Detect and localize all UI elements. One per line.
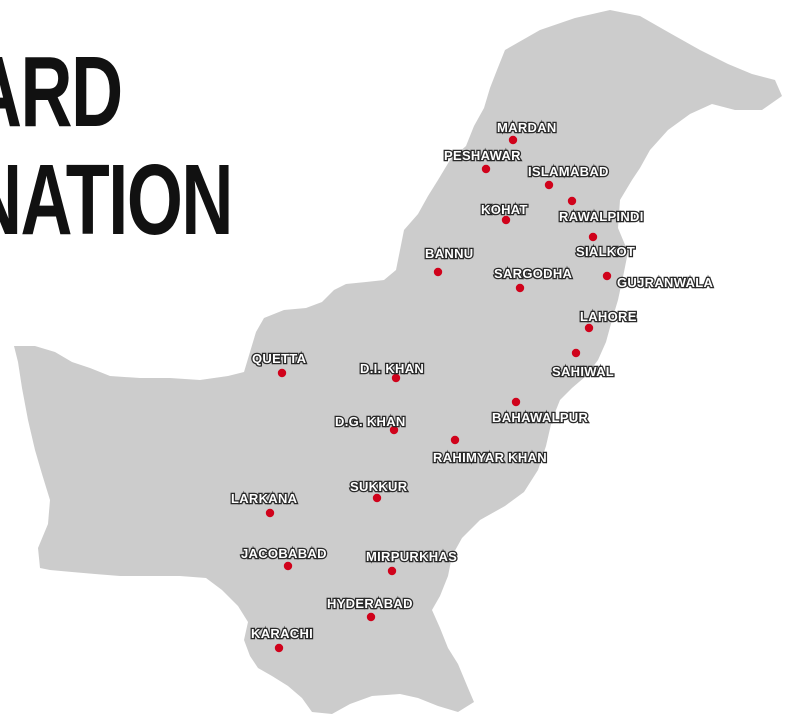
city-marker-mardan	[508, 135, 518, 145]
city-marker-hyderabad	[366, 612, 376, 622]
city-label-gujranwala: GUJRANWALA	[617, 275, 713, 290]
city-label-sahiwal: SAHIWAL	[552, 364, 614, 379]
city-label-quetta: QUETTA	[252, 351, 307, 366]
city-label-sargodha: SARGODHA	[494, 266, 573, 281]
city-marker-sahiwal	[571, 348, 581, 358]
city-marker-d-g-khan	[389, 425, 399, 435]
city-label-bannu: BANNU	[425, 246, 473, 261]
city-marker-bannu	[433, 267, 443, 277]
city-marker-d-i-khan	[391, 373, 401, 383]
city-marker-bahawalpur	[511, 397, 521, 407]
city-marker-rahimyar-khan	[450, 435, 460, 445]
title-line-1: ARD	[0, 36, 123, 148]
city-label-bahawalpur: BAHAWALPUR	[492, 410, 588, 425]
city-marker-quetta	[277, 368, 287, 378]
city-marker-jacobabad	[283, 561, 293, 571]
city-marker-peshawar	[481, 164, 491, 174]
city-label-jacobabad: JACOBABAD	[241, 546, 327, 561]
city-label-rawalpindi: RAWALPINDI	[559, 209, 644, 224]
city-marker-lahore	[584, 323, 594, 333]
city-label-rahimyar-khan: RAHIMYAR KHAN	[433, 450, 547, 465]
city-label-d-g-khan: D.G. KHAN	[335, 414, 406, 429]
city-label-islamabad: ISLAMABAD	[528, 164, 609, 179]
city-label-hyderabad: HYDERABAD	[327, 596, 413, 611]
city-marker-sialkot	[588, 232, 598, 242]
land-shape	[14, 10, 782, 714]
city-marker-mirpurkhas	[387, 566, 397, 576]
city-label-kohat: KOHAT	[481, 202, 528, 217]
city-label-mirpurkhas: MIRPURKHAS	[366, 549, 457, 564]
city-marker-gujranwala	[602, 271, 612, 281]
city-label-karachi: KARACHI	[251, 626, 313, 641]
city-marker-larkana	[265, 508, 275, 518]
city-marker-karachi	[274, 643, 284, 653]
city-label-d-i-khan: D.I. KHAN	[360, 361, 424, 376]
city-label-sukkur: SUKKUR	[350, 479, 408, 494]
city-marker-sukkur	[372, 493, 382, 503]
city-label-mardan: MARDAN	[497, 120, 557, 135]
city-label-sialkot: SIALKOT	[576, 244, 635, 259]
city-marker-islamabad	[544, 180, 554, 190]
city-marker-rawalpindi	[567, 196, 577, 206]
title-line-2: NATION	[0, 144, 233, 256]
city-label-peshawar: PESHAWAR	[444, 148, 521, 163]
city-marker-sargodha	[515, 283, 525, 293]
city-label-lahore: LAHORE	[580, 309, 637, 324]
city-marker-kohat	[501, 215, 511, 225]
city-label-larkana: LARKANA	[231, 491, 298, 506]
